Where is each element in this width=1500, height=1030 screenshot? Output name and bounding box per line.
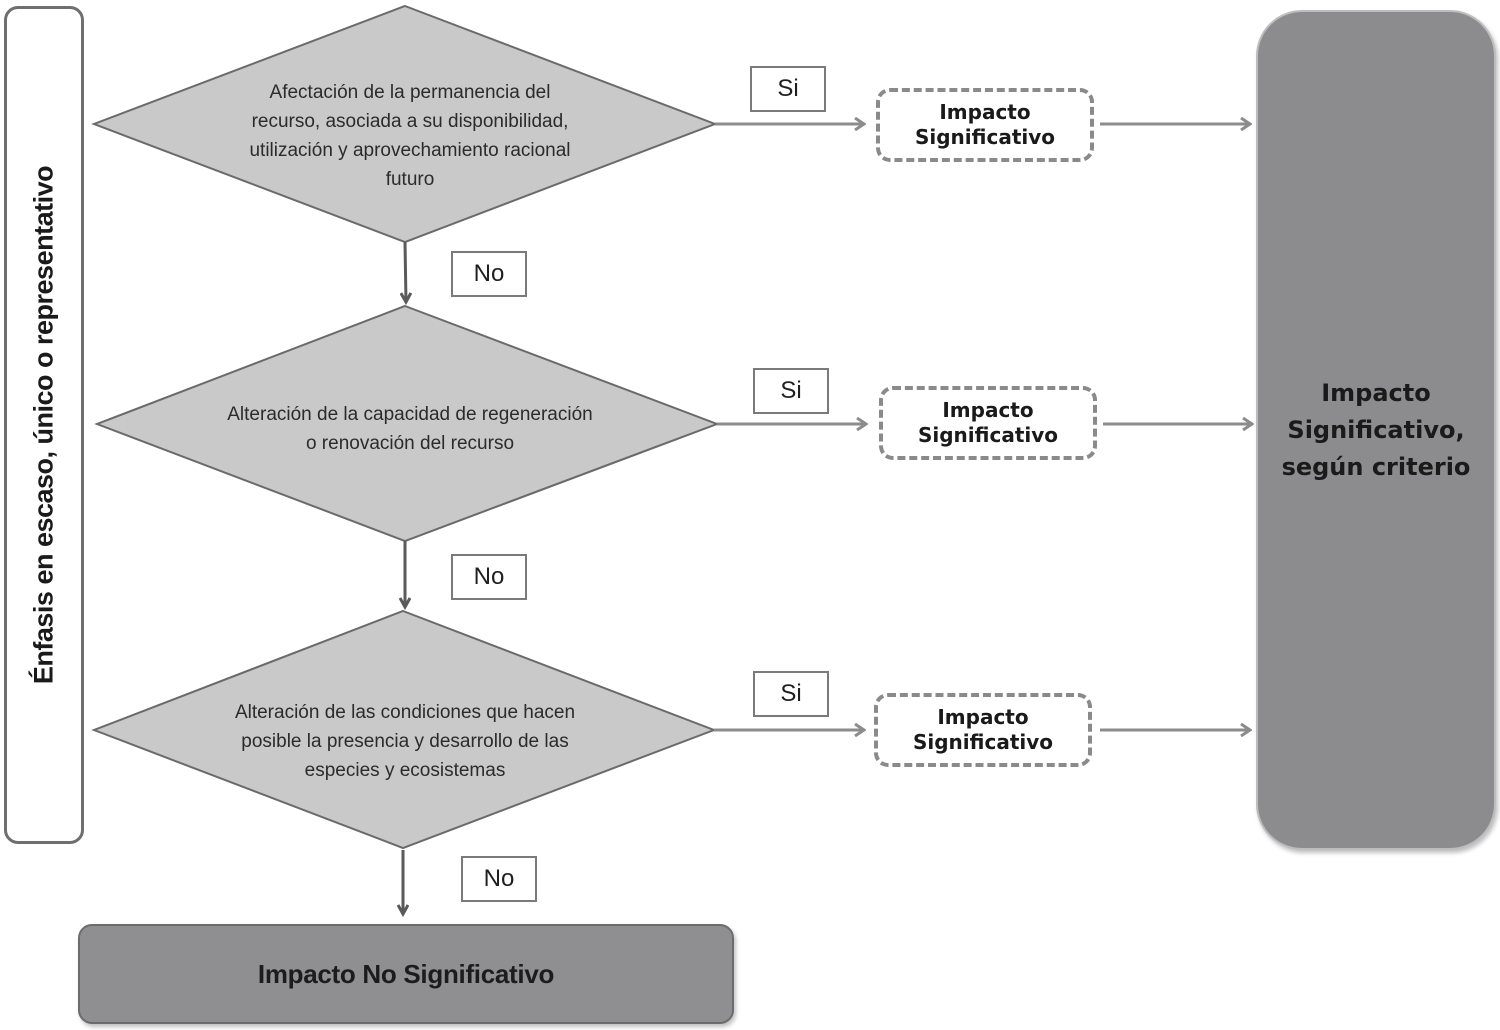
no-label-1: No (451, 251, 527, 297)
criteria-side-label: Énfasis en escaso, único o representativ… (28, 165, 59, 685)
decision-line: o renovación del recurso (305, 433, 515, 454)
decision-text-3: Alteración de las condiciones que hacen … (190, 698, 620, 785)
result-line: Significativo (912, 730, 1054, 754)
no-label-2: No (451, 554, 527, 600)
decision-text-1: Afectación de la permanencia del recurso… (200, 78, 620, 194)
significant-impact-terminal: Impacto Significativo, según criterio (1256, 10, 1496, 850)
no-label-3: No (461, 856, 537, 902)
decision-diamond-3 (91, 609, 717, 850)
decision-line: recurso, asociada a su disponibilidad, (251, 111, 569, 132)
no-arrow-1 (405, 241, 406, 302)
not-significant-label: Impacto No Significativo (257, 958, 555, 989)
decision-line: futuro (385, 169, 435, 190)
decision-line: especies y ecosistemas (304, 760, 506, 781)
decision-text-2: Alteración de la capacidad de regeneraci… (180, 400, 640, 458)
result-line: Significativo (914, 125, 1056, 149)
decision-line: Afectación de la permanencia del (269, 82, 551, 103)
not-significant-impact-terminal: Impacto No Significativo (78, 924, 734, 1024)
yes-label-2: Si (753, 368, 829, 414)
result-line: Impacto (939, 100, 1031, 124)
result-line: Impacto (942, 398, 1034, 422)
criteria-side-panel (4, 6, 84, 844)
decision-line: utilización y aprovechamiento racional (249, 140, 571, 161)
terminal-line: según criterio (1281, 452, 1471, 481)
result-line: Impacto (937, 705, 1029, 729)
yes-label-1: Si (750, 66, 826, 112)
result-line: Significativo (917, 423, 1059, 447)
terminal-line: Significativo, (1287, 415, 1465, 444)
yes-label-3: Si (753, 671, 829, 717)
decision-line: Alteración de la capacidad de regeneraci… (227, 404, 593, 425)
decision-line: posible la presencia y desarrollo de las (241, 731, 569, 752)
terminal-line: Impacto (1321, 378, 1431, 407)
decision-line: Alteración de las condiciones que hacen (234, 702, 576, 723)
